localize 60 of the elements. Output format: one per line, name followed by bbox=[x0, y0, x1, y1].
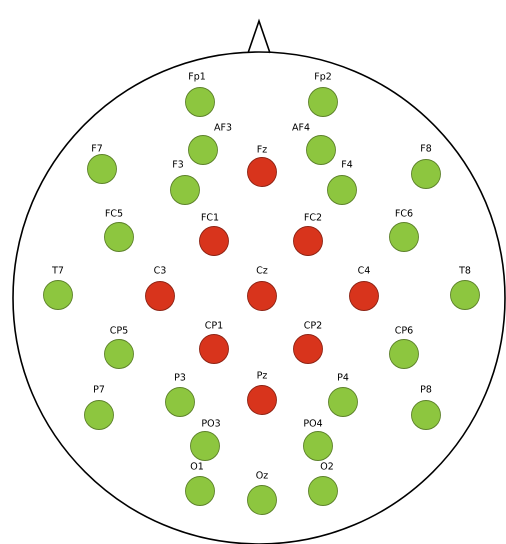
node-label: PO3 bbox=[202, 419, 220, 427]
electrode: CP6 bbox=[389, 326, 419, 369]
electrode: FC2 bbox=[293, 213, 323, 256]
node-label: CP2 bbox=[304, 321, 322, 329]
node-label: AF3 bbox=[214, 123, 232, 131]
node-label: FC1 bbox=[202, 213, 218, 221]
electrode: P7 bbox=[84, 386, 114, 430]
node-label: AF4 bbox=[292, 124, 310, 130]
electrode: Fz bbox=[247, 146, 277, 187]
node-label: T8 bbox=[459, 266, 470, 274]
electrode: Fp2 bbox=[308, 72, 338, 117]
electrode: T8 bbox=[450, 266, 480, 310]
electrode: C4 bbox=[349, 266, 379, 311]
electrode: FC6 bbox=[389, 209, 419, 252]
electrode: CP2 bbox=[293, 321, 323, 364]
node-label: C4 bbox=[358, 266, 370, 274]
node-label: Pz bbox=[258, 372, 267, 378]
electrode: Pz bbox=[247, 372, 277, 415]
node-label: C3 bbox=[154, 266, 166, 274]
node-label: F8 bbox=[421, 144, 432, 152]
electrode: O2 bbox=[308, 462, 338, 506]
electrode: Cz bbox=[247, 266, 277, 311]
node-label: CP1 bbox=[205, 321, 222, 329]
node-label: FC5 bbox=[106, 209, 122, 217]
node-label: T7 bbox=[52, 266, 64, 274]
node-label: Fp1 bbox=[189, 72, 205, 82]
electrode: CP1 bbox=[199, 321, 229, 364]
node-label: P7 bbox=[94, 386, 104, 392]
node-label: Oz bbox=[256, 471, 268, 479]
electrode: P8 bbox=[411, 385, 441, 430]
electrode: Oz bbox=[247, 471, 277, 515]
electrode: F7 bbox=[87, 144, 117, 184]
node-label: O2 bbox=[320, 462, 333, 470]
electrode: C3 bbox=[145, 266, 175, 311]
node-label: P4 bbox=[338, 374, 348, 380]
node-label: F7 bbox=[92, 144, 102, 152]
electrode: P4 bbox=[328, 374, 358, 417]
node-label: Fz bbox=[258, 146, 267, 152]
electrode: T7 bbox=[43, 266, 73, 310]
node-label: FC6 bbox=[396, 209, 412, 217]
electrode: CP5 bbox=[104, 326, 134, 369]
electrode: PO4 bbox=[303, 419, 333, 461]
electrode: FC1 bbox=[199, 213, 229, 256]
node-label: F4 bbox=[342, 160, 352, 168]
node-label: PO4 bbox=[304, 419, 322, 427]
electrode: O1 bbox=[185, 462, 215, 506]
node-label: CP6 bbox=[395, 326, 413, 334]
electrode: Fp1 bbox=[185, 72, 215, 117]
electrode: FC5 bbox=[104, 209, 134, 252]
electrode: P3 bbox=[165, 373, 195, 417]
node-label: Cz bbox=[256, 266, 268, 274]
electrode: PO3 bbox=[190, 419, 220, 461]
node-label: O1 bbox=[190, 462, 203, 470]
node-label: Fp2 bbox=[315, 72, 331, 82]
node-label: FC2 bbox=[304, 213, 322, 221]
node-label: P8 bbox=[421, 385, 432, 393]
node-label: P3 bbox=[175, 373, 186, 381]
electrode: F8 bbox=[411, 144, 441, 189]
node-label: CP5 bbox=[110, 326, 128, 334]
node-label: F3 bbox=[173, 160, 183, 168]
